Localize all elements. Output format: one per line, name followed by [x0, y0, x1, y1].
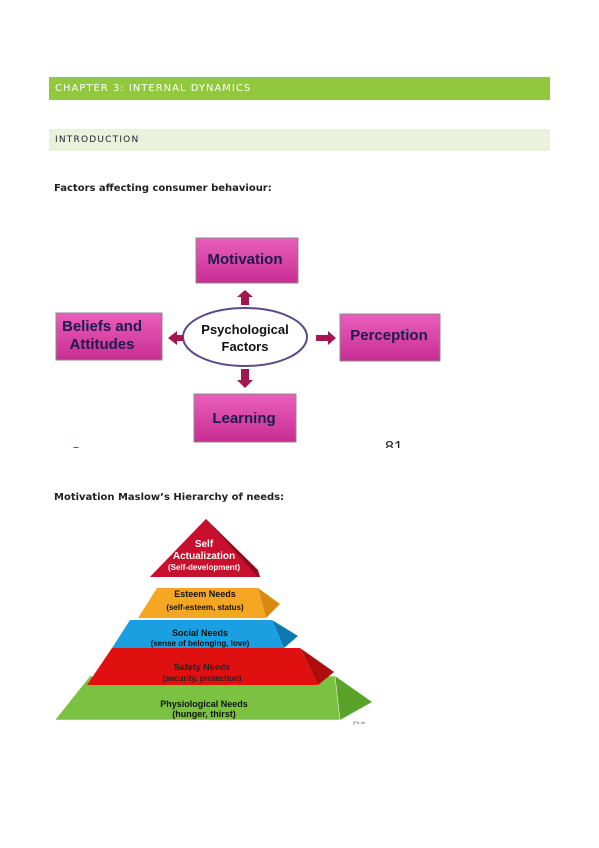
- social-title: Social Needs: [172, 628, 228, 638]
- esteem-subtitle: (self-esteem, status): [166, 603, 244, 612]
- pyramid-level-self-actualization: Self Actualization (Self-development): [150, 519, 260, 577]
- motivation-box: Motivation: [195, 237, 299, 284]
- self-subtitle: Actualization: [173, 551, 235, 562]
- physiological-title: Physiological Needs: [160, 699, 248, 709]
- motivation-label: Motivation: [208, 251, 283, 268]
- section-title: INTRODUCTION: [49, 129, 550, 151]
- safety-title: Safety Needs: [174, 662, 231, 672]
- image-credit: [Pic de: [353, 720, 366, 725]
- center-label-line1: Psychological: [201, 322, 288, 337]
- esteem-title: Esteem Needs: [174, 589, 236, 599]
- self-title: Self: [195, 539, 214, 550]
- arrow-left-icon: [168, 331, 183, 345]
- chapter-title: CHAPTER 3: INTERNAL DYNAMICS: [49, 77, 550, 100]
- perception-box: Perception: [339, 313, 441, 362]
- psychological-factors-ellipse: Psychological Factors: [182, 307, 308, 367]
- pyramid-level-social: Social Needs (sense of belonging, love): [112, 620, 298, 648]
- perception-label: Perception: [350, 327, 428, 344]
- physiological-subtitle: (hunger, thirst): [172, 709, 236, 719]
- pyramid-level-physiological: Physiological Needs (hunger, thirst): [54, 675, 372, 721]
- center-label-line2: Factors: [222, 339, 269, 354]
- arrow-up-icon: [237, 290, 253, 305]
- beliefs-label-line1: Beliefs and: [62, 318, 142, 335]
- pyramid-level-esteem: Esteem Needs (self-esteem, status): [138, 588, 280, 618]
- beliefs-box: Beliefs and Attitudes: [55, 312, 163, 361]
- arrow-right-icon: [316, 331, 336, 345]
- factors-heading: Factors affecting consumer behaviour:: [54, 183, 272, 194]
- arrow-down-icon: [237, 369, 253, 388]
- safety-subtitle: (security, protection): [163, 674, 242, 683]
- learning-label: Learning: [212, 410, 275, 427]
- learning-box: Learning: [193, 393, 297, 443]
- pyramid-level-safety: Safety Needs (security, protection): [87, 648, 334, 685]
- self-caption: (Self-development): [168, 563, 240, 572]
- beliefs-label-line2: Attitudes: [70, 336, 135, 353]
- social-subtitle: (sense of belonging, love): [151, 639, 250, 648]
- maslow-heading: Motivation Maslow’s Hierarchy of needs:: [54, 492, 285, 503]
